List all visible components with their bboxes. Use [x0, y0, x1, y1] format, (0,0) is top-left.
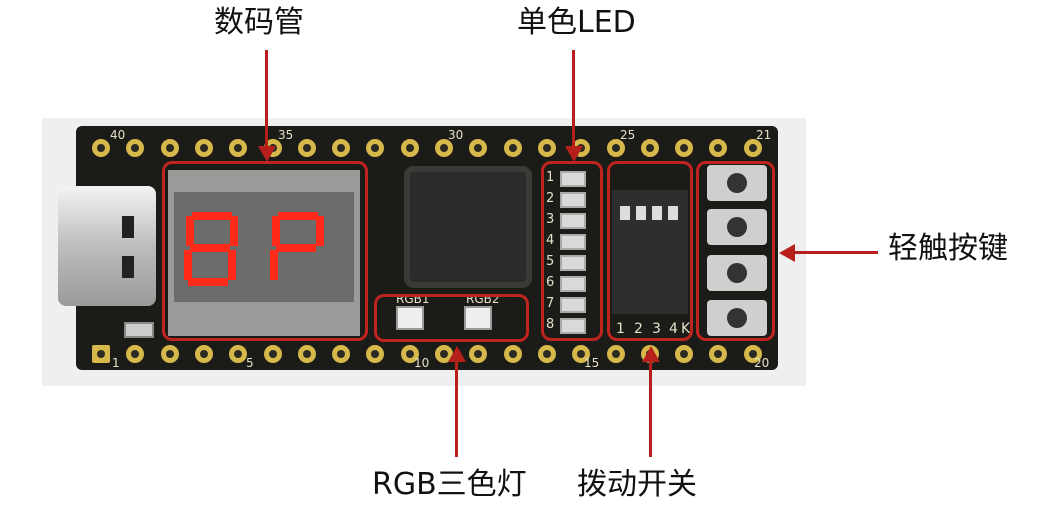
header-pin — [332, 345, 351, 363]
header-pin — [435, 139, 453, 157]
silk-pin-35: 35 — [278, 128, 294, 142]
single-led — [560, 297, 586, 313]
connector-single-led — [572, 50, 575, 147]
tactile-button-1 — [707, 165, 767, 201]
connector-display — [265, 50, 268, 147]
header-pin — [297, 345, 316, 363]
highlight-single-led — [541, 161, 603, 341]
arrowhead-dip-switch — [642, 346, 660, 362]
single-led — [560, 276, 586, 292]
header-pin — [606, 345, 625, 363]
header-pin — [263, 345, 282, 363]
arrowhead-display — [258, 146, 276, 162]
header-pin — [572, 345, 591, 363]
tactile-button-4 — [707, 300, 767, 336]
led-number: 3 — [546, 212, 555, 227]
single-led — [560, 318, 586, 334]
label-buttons: 轻触按键 — [888, 231, 1008, 266]
header-pin — [366, 345, 385, 363]
header-pin — [537, 345, 556, 363]
connector-buttons — [794, 251, 878, 254]
dip-number-4: 4 — [669, 321, 678, 337]
label-display: 数码管 — [214, 5, 304, 40]
header-pin — [126, 345, 145, 363]
header-pin — [709, 345, 728, 363]
single-led — [560, 234, 586, 250]
header-pin — [469, 139, 488, 157]
tactile-button-3 — [707, 255, 767, 291]
connector-rgb-led — [455, 361, 458, 457]
highlight-display — [162, 161, 368, 341]
label-dip-switch: 拨动开关 — [577, 467, 697, 502]
silk-pin-40: 40 — [110, 128, 126, 142]
header-pin — [675, 139, 694, 157]
led-number: 8 — [546, 317, 555, 332]
single-led — [560, 255, 586, 271]
header-pin — [640, 139, 659, 157]
header-pin — [709, 139, 728, 157]
smd-component — [124, 322, 154, 338]
header-pin — [503, 139, 522, 157]
header-pin — [743, 139, 762, 157]
connector-dip-switch — [649, 361, 652, 457]
header-pin — [366, 139, 385, 157]
dip-number-2: 2 — [634, 321, 643, 337]
rgb-led-1 — [396, 306, 424, 330]
silk-pin-20: 20 — [754, 356, 770, 370]
header-pin — [469, 345, 488, 363]
arrowhead-single-led — [565, 146, 583, 162]
header-pin — [160, 345, 179, 363]
header-pin — [92, 345, 110, 363]
header-pin — [400, 139, 419, 157]
header-pin — [92, 139, 110, 157]
dip-number-1: 1 — [616, 321, 625, 337]
single-led — [560, 171, 586, 187]
arrowhead-rgb-led — [448, 346, 466, 362]
silk-pin-1: 1 — [112, 356, 120, 370]
dip-number-3: 3 — [652, 321, 661, 337]
mcu-chip — [410, 172, 526, 282]
header-pin — [400, 345, 419, 363]
header-pin — [229, 139, 248, 157]
header-pin — [194, 345, 213, 363]
led-number: 6 — [546, 275, 555, 290]
led-number: 5 — [546, 254, 555, 269]
silk-pin-15: 15 — [584, 356, 600, 370]
led-number: 4 — [546, 233, 555, 248]
led-number: 2 — [546, 191, 555, 206]
header-pin — [675, 345, 694, 363]
header-pin — [537, 139, 556, 157]
highlight-rgb-led — [374, 294, 529, 342]
label-rgb-led: RGB三色灯 — [372, 467, 527, 502]
silk-pin-10: 10 — [414, 356, 430, 370]
dip-k-label: K — [681, 321, 691, 337]
seven-segment-display — [168, 170, 360, 336]
label-single-led: 单色LED — [517, 5, 636, 40]
usb-c-connector — [58, 186, 156, 306]
arrowhead-buttons — [779, 244, 795, 262]
led-number: 7 — [546, 296, 555, 311]
header-pin — [194, 139, 213, 157]
silk-pin-21: 21 — [756, 128, 772, 142]
silk-pin-30: 30 — [448, 128, 464, 142]
tactile-button-2 — [707, 209, 767, 245]
led-number: 1 — [546, 170, 555, 185]
header-pin — [743, 345, 762, 363]
header-pin — [606, 139, 625, 157]
header-pin — [297, 139, 316, 157]
single-led — [560, 192, 586, 208]
single-led — [560, 213, 586, 229]
header-pin — [229, 345, 248, 363]
header-pin — [332, 139, 351, 157]
highlight-buttons — [696, 161, 775, 341]
header-pin — [503, 345, 522, 363]
header-pin — [126, 139, 145, 157]
silk-pin-25: 25 — [620, 128, 636, 142]
header-pin — [160, 139, 179, 157]
highlight-dip-switch — [607, 161, 693, 341]
silk-pin-5: 5 — [246, 356, 254, 370]
dip-switch-body — [612, 190, 688, 314]
rgb-led-2 — [464, 306, 492, 330]
